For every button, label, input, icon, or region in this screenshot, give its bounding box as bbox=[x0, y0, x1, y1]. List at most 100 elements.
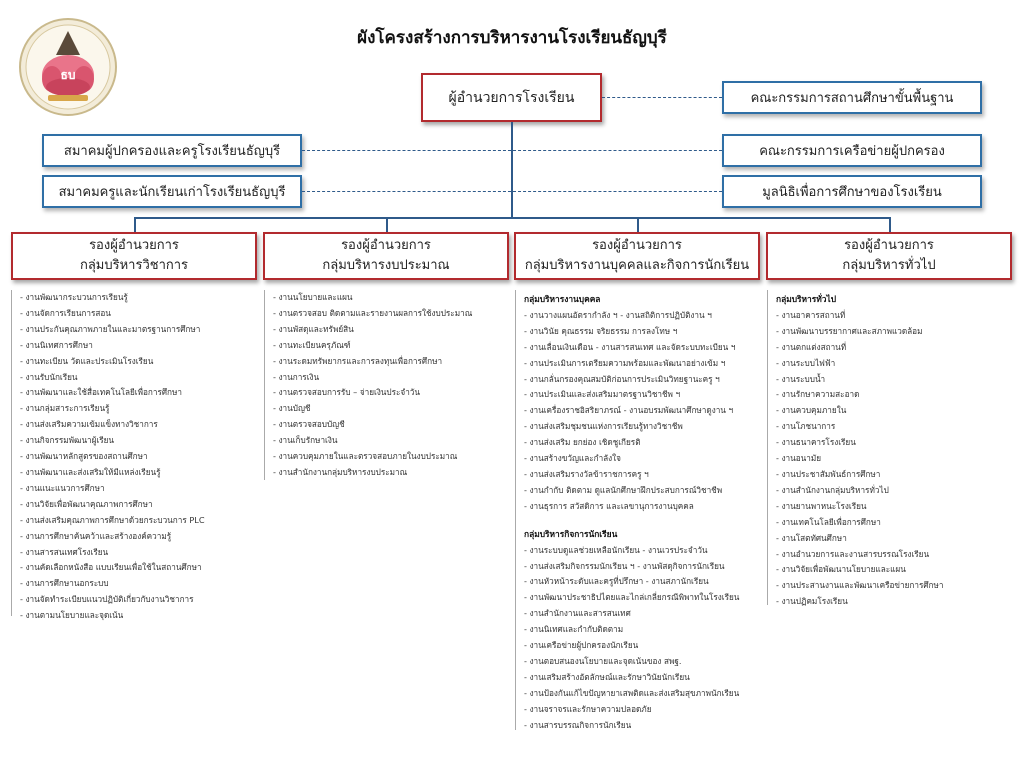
task-item: งานจัดการเรียนการสอน bbox=[20, 306, 265, 322]
director-box[interactable]: ผู้อำนวยการโรงเรียน bbox=[421, 73, 602, 122]
task-item: งานควบคุมภายใน bbox=[776, 403, 1021, 419]
personnel-student-affairs-dept-box[interactable]: รองผู้อำนวยการ กลุ่มบริหารงานบุคคลและกิจ… bbox=[514, 232, 760, 280]
task-item: งานเก็บรักษาเงิน bbox=[273, 433, 518, 449]
dept-drop-3 bbox=[637, 217, 639, 232]
task-item: งานระบบไฟฟ้า bbox=[776, 356, 1021, 372]
task-item: งานเสริมสร้างอัตลักษณ์และรักษาวินัยนักเร… bbox=[524, 670, 774, 686]
department-bus-line bbox=[134, 217, 890, 219]
task-item: งานประกันคุณภาพภายในและมาตรฐานการศึกษา bbox=[20, 322, 265, 338]
task-item: งานเลื่อนเงินเดือน - งานสารสนเทศ และจัดร… bbox=[524, 340, 774, 356]
dept-title-line1: รองผู้อำนวยการ bbox=[89, 238, 179, 253]
general-admin-task-list: กลุ่มบริหารทั่วไป งานอาคารสถานที่งานพัฒน… bbox=[767, 290, 1021, 606]
task-item: งานคัดเลือกหนังสือ แบบเรียนเพื่อใช้ในสถา… bbox=[20, 560, 265, 576]
dept-title-line2: กลุ่มบริหารงบประมาณ bbox=[322, 258, 450, 273]
task-item: งานตามนโยบายและจุดเน้น bbox=[20, 608, 265, 624]
task-item: งานส่งเสริมรางวัลข้าราชการครู ฯ bbox=[524, 467, 774, 483]
dashed-link-row-2 bbox=[302, 150, 722, 151]
dashed-link-row-3 bbox=[302, 191, 722, 192]
dept-title-line1: รองผู้อำนวยการ bbox=[592, 238, 682, 253]
budget-dept-box[interactable]: รองผู้อำนวยการ กลุ่มบริหารงบประมาณ bbox=[263, 232, 509, 280]
task-item: งานกลุ่มสาระการเรียนรู้ bbox=[20, 401, 265, 417]
task-item: งานการศึกษานอกระบบ bbox=[20, 576, 265, 592]
task-item: งานนโยบายและแผน bbox=[273, 290, 518, 306]
task-item: งานเทคโนโลยีเพื่อการศึกษา bbox=[776, 515, 1021, 531]
dept-drop-1 bbox=[134, 217, 136, 232]
task-item: งานประชาสัมพันธ์การศึกษา bbox=[776, 467, 1021, 483]
basic-education-committee-box[interactable]: คณะกรรมการสถานศึกษาขั้นพื้นฐาน bbox=[722, 81, 982, 114]
task-item: งานเครือข่ายผู้ปกครองนักเรียน bbox=[524, 638, 774, 654]
chart-title: ผังโครงสร้างการบริหารงานโรงเรียนธัญบุรี bbox=[357, 28, 667, 48]
dept-title-line2: กลุ่มบริหารทั่วไป bbox=[842, 258, 936, 273]
dept-drop-2 bbox=[386, 217, 388, 232]
task-item: งานโภชนาการ bbox=[776, 419, 1021, 435]
task-item: งานตกแต่งสถานที่ bbox=[776, 340, 1021, 356]
task-item: งานประเมินการเตรียมความพร้อมและพัฒนาอย่า… bbox=[524, 356, 774, 372]
right-box-label: คณะกรรมการสถานศึกษาขั้นพื้นฐาน bbox=[750, 91, 954, 106]
lotus-emblem-icon: ธบ bbox=[19, 18, 117, 116]
task-item: งานระดมทรัพยากรและการลงทุนเพื่อการศึกษา bbox=[273, 354, 518, 370]
subgroup-heading: กลุ่มบริหารทั่วไป bbox=[776, 294, 837, 304]
task-item: งานสารสนเทศโรงเรียน bbox=[20, 545, 265, 561]
task-item: งานสารบรรณกิจการนักเรียน bbox=[524, 718, 774, 734]
task-item: งานพัฒนาและใช้สื่อเทคโนโลยีเพื่อการศึกษา bbox=[20, 385, 265, 401]
task-item: งานการศึกษาค้นคว้าและสร้างองค์ความรู้ bbox=[20, 529, 265, 545]
task-item: งานจราจรและรักษาความปลอดภัย bbox=[524, 702, 774, 718]
dept-drop-4 bbox=[889, 217, 891, 232]
task-item: งานพัฒนาประชาธิปไตยและไกล่เกลี่ยกรณีพิพา… bbox=[524, 590, 774, 606]
task-item: งานการเงิน bbox=[273, 370, 518, 386]
task-item: งานพัฒนาบรรยากาศและสภาพแวดล้อม bbox=[776, 324, 1021, 340]
task-item: งานตรวจสอบบัญชี bbox=[273, 417, 518, 433]
task-item: งานนิเทศการศึกษา bbox=[20, 338, 265, 354]
task-item: งานพัฒนากระบวนการเรียนรู้ bbox=[20, 290, 265, 306]
task-item: งานอำนวยการและงานสารบรรณโรงเรียน bbox=[776, 547, 1021, 563]
dashed-link-right-1 bbox=[602, 97, 722, 98]
school-logo: ธบ bbox=[18, 17, 118, 117]
task-item: งานพัฒนาและส่งเสริมให้มีแหล่งเรียนรู้ bbox=[20, 465, 265, 481]
alumni-association-box[interactable]: สมาคมครูและนักเรียนเก่าโรงเรียนธัญบุรี bbox=[42, 175, 302, 208]
task-item: งานจัดทำระเบียบแนวปฏิบัติเกี่ยวกับงานวิช… bbox=[20, 592, 265, 608]
left-box-label: สมาคมครูและนักเรียนเก่าโรงเรียนธัญบุรี bbox=[58, 185, 286, 200]
task-item: งานควบคุมภายในและตรวจสอบภายในงบประมาณ bbox=[273, 449, 518, 465]
task-item: งานระบบน้ำ bbox=[776, 372, 1021, 388]
task-item: งานหัวหน้าระดับและครูที่ปรึกษา - งานสภาน… bbox=[524, 574, 774, 590]
task-item: งานตรวจสอบ ติดตามและรายงานผลการใช้งบประม… bbox=[273, 306, 518, 322]
parent-teacher-association-box[interactable]: สมาคมผู้ปกครองและครูโรงเรียนธัญบุรี bbox=[42, 134, 302, 167]
task-item: งานสร้างขวัญและกำลังใจ bbox=[524, 451, 774, 467]
task-item: งานธนาคารโรงเรียน bbox=[776, 435, 1021, 451]
task-item: งานส่งเสริมชุมชนแห่งการเรียนรู้ทางวิชาชี… bbox=[524, 419, 774, 435]
task-item: งานธุรการ สวัสดิการ และเลขานุการงานบุคคล bbox=[524, 499, 774, 515]
task-item: งานอาคารสถานที่ bbox=[776, 308, 1021, 324]
task-item: งานประเมินและส่งเสริมมาตรฐานวิชาชีพ ฯ bbox=[524, 387, 774, 403]
logo-text: ธบ bbox=[61, 68, 76, 82]
task-item: งานวางแผนอัตรากำลัง ฯ - งานสถิติการปฏิบั… bbox=[524, 308, 774, 324]
task-item: งานส่งเสริมกิจกรรมนักเรียน ฯ - งานพัสดุก… bbox=[524, 559, 774, 575]
left-box-label: สมาคมผู้ปกครองและครูโรงเรียนธัญบุรี bbox=[63, 144, 281, 159]
task-item: งานอนามัย bbox=[776, 451, 1021, 467]
academic-affairs-dept-box[interactable]: รองผู้อำนวยการ กลุ่มบริหารวิชาการ bbox=[11, 232, 257, 280]
school-foundation-box[interactable]: มูลนิธิเพื่อการศึกษาของโรงเรียน bbox=[722, 175, 982, 208]
task-item: งานพัสดุและทรัพย์สิน bbox=[273, 322, 518, 338]
dept-title-line2: กลุ่มบริหารวิชาการ bbox=[79, 258, 189, 273]
general-admin-dept-box[interactable]: รองผู้อำนวยการ กลุ่มบริหารทั่วไป bbox=[766, 232, 1012, 280]
task-item: งานวิจัยเพื่อพัฒนาคุณภาพการศึกษา bbox=[20, 497, 265, 513]
dept-title-line1: รองผู้อำนวยการ bbox=[341, 238, 431, 253]
dept-title-line2: กลุ่มบริหารงานบุคคลและกิจการนักเรียน bbox=[524, 258, 750, 273]
right-box-label: มูลนิธิเพื่อการศึกษาของโรงเรียน bbox=[762, 185, 942, 200]
task-item: งานโสตทัศนศึกษา bbox=[776, 531, 1021, 547]
task-item: งานเครื่องราชอิสริยาภรณ์ - งานอบรมพัฒนาศ… bbox=[524, 403, 774, 419]
budget-task-list: งานนโยบายและแผนงานตรวจสอบ ติดตามและรายงา… bbox=[264, 290, 518, 480]
task-item: งานกิจกรรมพัฒนาผู้เรียน bbox=[20, 433, 265, 449]
task-item: งานประสานงานและพัฒนาเครือข่ายการศึกษา bbox=[776, 578, 1021, 594]
dept-title-line1: รองผู้อำนวยการ bbox=[844, 238, 934, 253]
parent-network-committee-box[interactable]: คณะกรรมการเครือข่ายผู้ปกครอง bbox=[722, 134, 982, 167]
task-item: งานกำกับ ติดตาม ดูแลนักศึกษาฝึกประสบการณ… bbox=[524, 483, 774, 499]
task-item: งานสำนักงานและสารสนเทศ bbox=[524, 606, 774, 622]
task-item: งานวิจัยเพื่อพัฒนานโยบายและแผน bbox=[776, 562, 1021, 578]
task-item: งานทะเบียนครุภัณฑ์ bbox=[273, 338, 518, 354]
personnel-student-task-list: กลุ่มบริหารงานบุคคล งานวางแผนอัตรากำลัง … bbox=[515, 290, 774, 730]
task-item: งานพัฒนาหลักสูตรของสถานศึกษา bbox=[20, 449, 265, 465]
task-item: งานรับนักเรียน bbox=[20, 370, 265, 386]
task-item: งานรักษาความสะอาด bbox=[776, 387, 1021, 403]
task-item: งานยานพาหนะโรงเรียน bbox=[776, 499, 1021, 515]
task-item: งานส่งเสริม ยกย่อง เชิดชูเกียรติ bbox=[524, 435, 774, 451]
